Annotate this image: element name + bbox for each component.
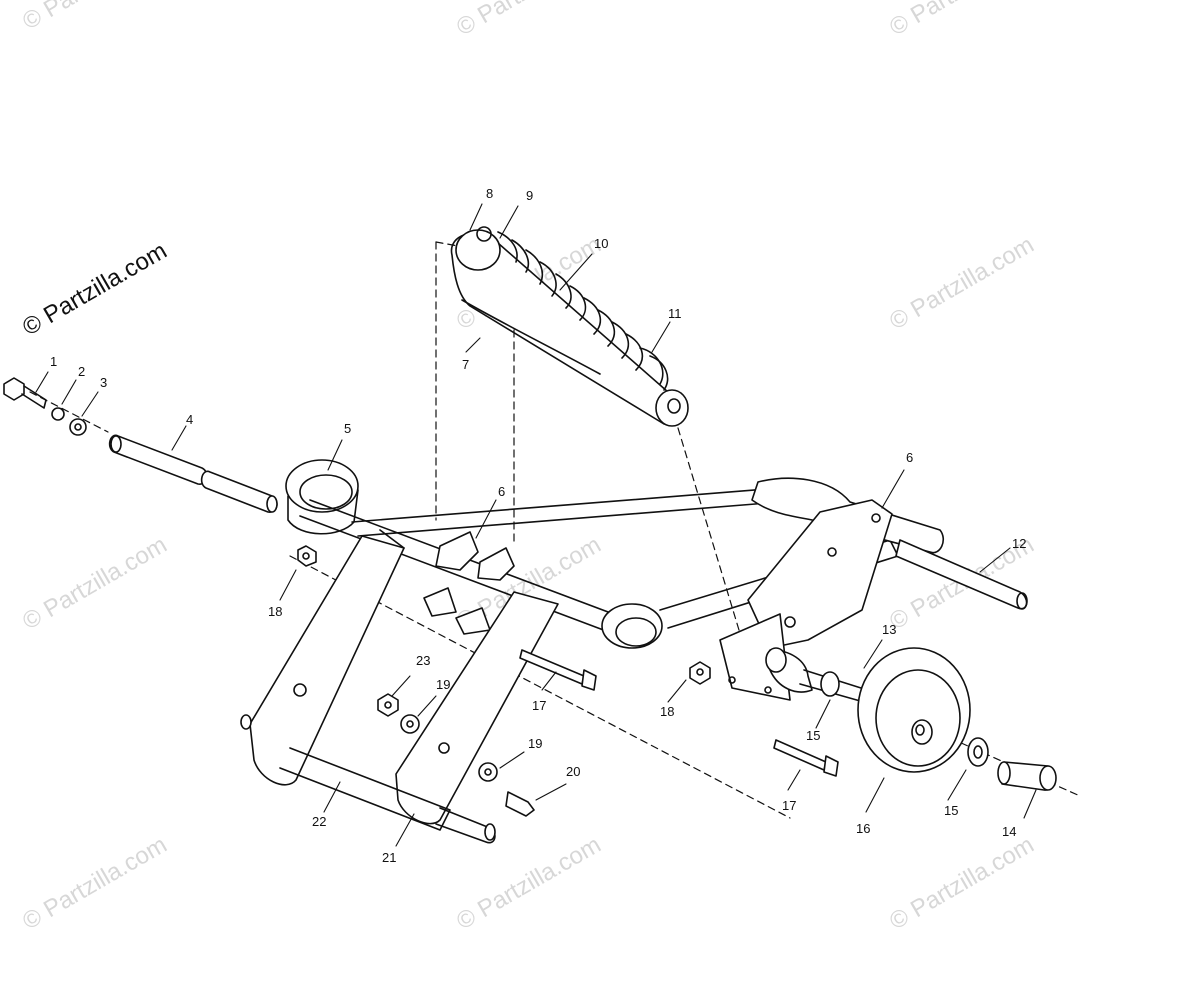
swing-arm-frame <box>285 459 1028 701</box>
callout-10: 10 <box>594 236 608 251</box>
callout-21: 21 <box>382 850 396 865</box>
callout-16: 16 <box>856 821 870 836</box>
callout-5: 5 <box>344 421 351 436</box>
shock-absorber-assembly <box>450 226 689 427</box>
long-bolts <box>519 649 839 777</box>
idler-wheel-assembly <box>765 647 1057 791</box>
bolt-washer-set <box>3 377 87 436</box>
callout-13: 13 <box>882 622 896 637</box>
callout-19: 19 <box>528 736 542 751</box>
callout-14: 14 <box>1002 824 1016 839</box>
callout-18: 18 <box>660 704 674 719</box>
callout-4: 4 <box>186 412 193 427</box>
callout-1: 1 <box>50 354 57 369</box>
callout-20: 20 <box>566 764 580 779</box>
callout-18: 18 <box>268 604 282 619</box>
leader-lines <box>35 203 1037 847</box>
callout-2: 2 <box>78 364 85 379</box>
callout-17: 17 <box>782 798 796 813</box>
callout-6: 6 <box>906 450 913 465</box>
fastener-hardware <box>297 545 711 817</box>
callout-15: 15 <box>806 728 820 743</box>
callout-22: 22 <box>312 814 326 829</box>
callout-15: 15 <box>944 803 958 818</box>
callout-6: 6 <box>498 484 505 499</box>
callout-19: 19 <box>436 677 450 692</box>
callout-8: 8 <box>486 186 493 201</box>
callout-23: 23 <box>416 653 430 668</box>
callout-12: 12 <box>1012 536 1026 551</box>
pivot-shaft <box>108 434 278 513</box>
callout-labels: 1 2 3 4 5 6 6 7 8 9 10 11 12 13 14 15 15… <box>50 186 1026 865</box>
callout-3: 3 <box>100 375 107 390</box>
callout-11: 11 <box>668 306 682 321</box>
callout-7: 7 <box>462 357 469 372</box>
callout-9: 9 <box>526 188 533 203</box>
callout-17: 17 <box>532 698 546 713</box>
lower-link-arms <box>240 529 559 844</box>
